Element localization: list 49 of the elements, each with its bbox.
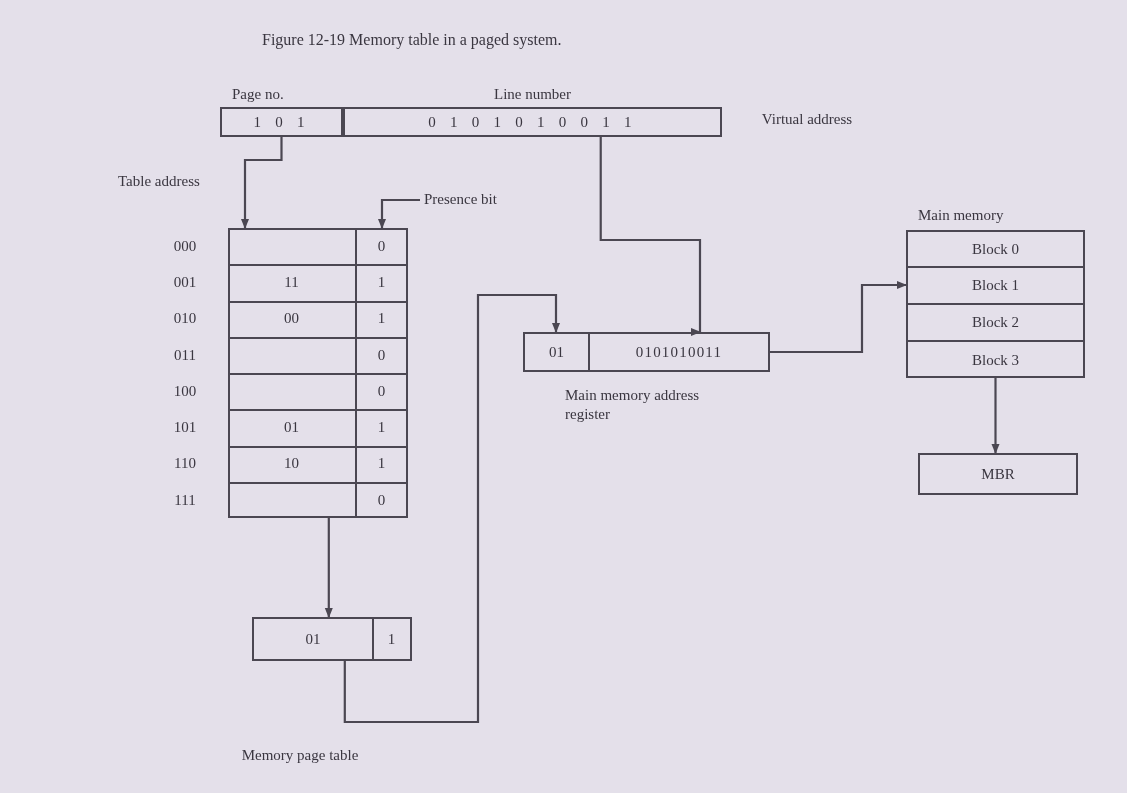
presence-bit-value: 1 xyxy=(376,454,387,474)
presence-bit-value: 0 xyxy=(376,345,387,365)
block-label: MBR xyxy=(981,464,1015,484)
arrow xyxy=(770,281,907,354)
page-table-box xyxy=(228,228,408,518)
row-address: 000 xyxy=(172,236,198,256)
register-caption: Virtual address xyxy=(760,109,854,129)
presence-bit-value: 1 xyxy=(376,273,387,293)
register-field: 0101010011 xyxy=(590,334,768,370)
register-field: 1 xyxy=(374,619,410,659)
memory-heading: Main memory xyxy=(918,206,1004,225)
block-label: Block 2 xyxy=(971,313,1020,333)
buffer-register-box xyxy=(918,453,1078,495)
row-address: 110 xyxy=(173,454,197,474)
row-address: 001 xyxy=(172,273,198,293)
field-heading: Line number xyxy=(492,85,573,104)
arrow xyxy=(378,198,420,229)
table-caption: Memory page table xyxy=(240,745,360,765)
arrow xyxy=(241,137,283,229)
row-address: 100 xyxy=(172,381,198,401)
row-address: 101 xyxy=(172,418,198,438)
row-address: 011 xyxy=(173,345,197,365)
field-heading: Page no. xyxy=(231,85,285,104)
presence-bit-value: 0 xyxy=(376,490,387,510)
arrow xyxy=(991,378,1000,454)
block-number: 01 xyxy=(283,418,300,438)
row-address: 010 xyxy=(172,309,198,329)
register-caption: Main memory address register xyxy=(565,386,701,424)
block-number: 10 xyxy=(283,454,300,474)
row-address: 111 xyxy=(173,490,197,510)
register-box xyxy=(252,617,412,661)
bit-string: 1 0 1 xyxy=(253,112,310,132)
block-label: Block 3 xyxy=(971,350,1020,370)
block-label: Block 1 xyxy=(971,276,1020,296)
register-field: 01 xyxy=(525,334,590,370)
leader-text: Presence bit xyxy=(423,190,498,209)
arrow xyxy=(343,293,560,724)
presence-bit-value: 0 xyxy=(376,236,387,256)
arrow xyxy=(324,518,333,618)
block-number: 00 xyxy=(283,309,300,329)
presence-bit-value: 0 xyxy=(376,381,387,401)
register-field: 01 xyxy=(254,619,374,659)
bit-string: 0 1 0 1 0 1 0 0 1 1 xyxy=(428,112,637,132)
block-number: 11 xyxy=(283,273,300,293)
block-label: Block 0 xyxy=(971,239,1020,259)
arrow xyxy=(599,137,704,334)
figure-title: Figure 12-19 Memory table in a paged system. xyxy=(262,30,562,51)
presence-bit-value: 1 xyxy=(376,418,387,438)
presence-bit-value: 1 xyxy=(376,309,387,329)
